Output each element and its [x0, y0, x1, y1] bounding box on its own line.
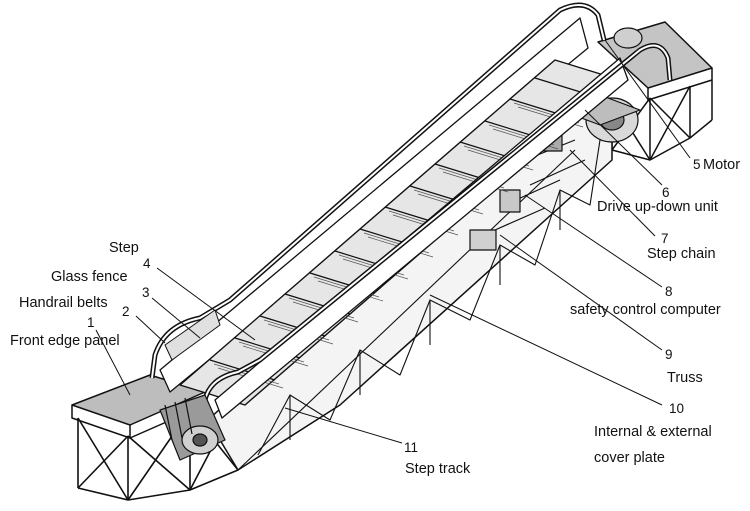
part-6-label: Drive up-down unit — [597, 199, 718, 215]
part-8-number: 8 — [665, 284, 673, 299]
lower-end-machinery — [159, 394, 226, 461]
far-glass-fence — [159, 17, 589, 393]
leader-8 — [524, 194, 663, 288]
lower-support-frame — [77, 397, 239, 501]
escalator-drawing — [71, 2, 713, 501]
leader-3 — [151, 297, 201, 339]
part-7-number: 7 — [661, 231, 669, 246]
part-9-number: 9 — [665, 347, 673, 362]
part-10-label-line2: cover plate — [594, 450, 665, 466]
leader-4 — [156, 267, 256, 341]
near-glass-fence — [214, 57, 629, 419]
part-3-number: 3 — [142, 285, 150, 300]
part-3-label: Glass fence — [51, 269, 128, 285]
part-5-label: Motor — [703, 157, 741, 173]
part-10-number: 10 — [669, 401, 685, 416]
leader-5 — [604, 39, 691, 159]
part-4-number: 4 — [143, 256, 151, 271]
part-10-label: Internal & external — [594, 424, 712, 440]
part-5-number: 5 — [693, 157, 701, 172]
leader-10 — [429, 294, 663, 406]
glass-fence-shading — [164, 309, 221, 361]
part-1-number: 1 — [87, 315, 95, 330]
leader-6 — [584, 109, 663, 186]
part-8-label: safety control computer — [570, 302, 721, 318]
leader-7 — [569, 149, 656, 237]
part-7-label: Step chain — [647, 246, 716, 262]
part-4-label: Step — [109, 240, 139, 256]
part-9-label: Truss — [667, 370, 703, 386]
part-11-label: Step track — [405, 461, 471, 477]
leader-lines — [95, 39, 691, 444]
part-1-label: Front edge panel — [10, 333, 120, 349]
part-2-label: Handrail belts — [19, 295, 108, 311]
leader-9 — [499, 234, 663, 351]
leader-2 — [135, 315, 166, 344]
part-11-number: 11 — [404, 440, 419, 455]
part-6-number: 6 — [662, 185, 670, 200]
part-2-number: 2 — [122, 304, 130, 319]
leader-1 — [95, 329, 131, 396]
leader-11 — [284, 407, 403, 444]
